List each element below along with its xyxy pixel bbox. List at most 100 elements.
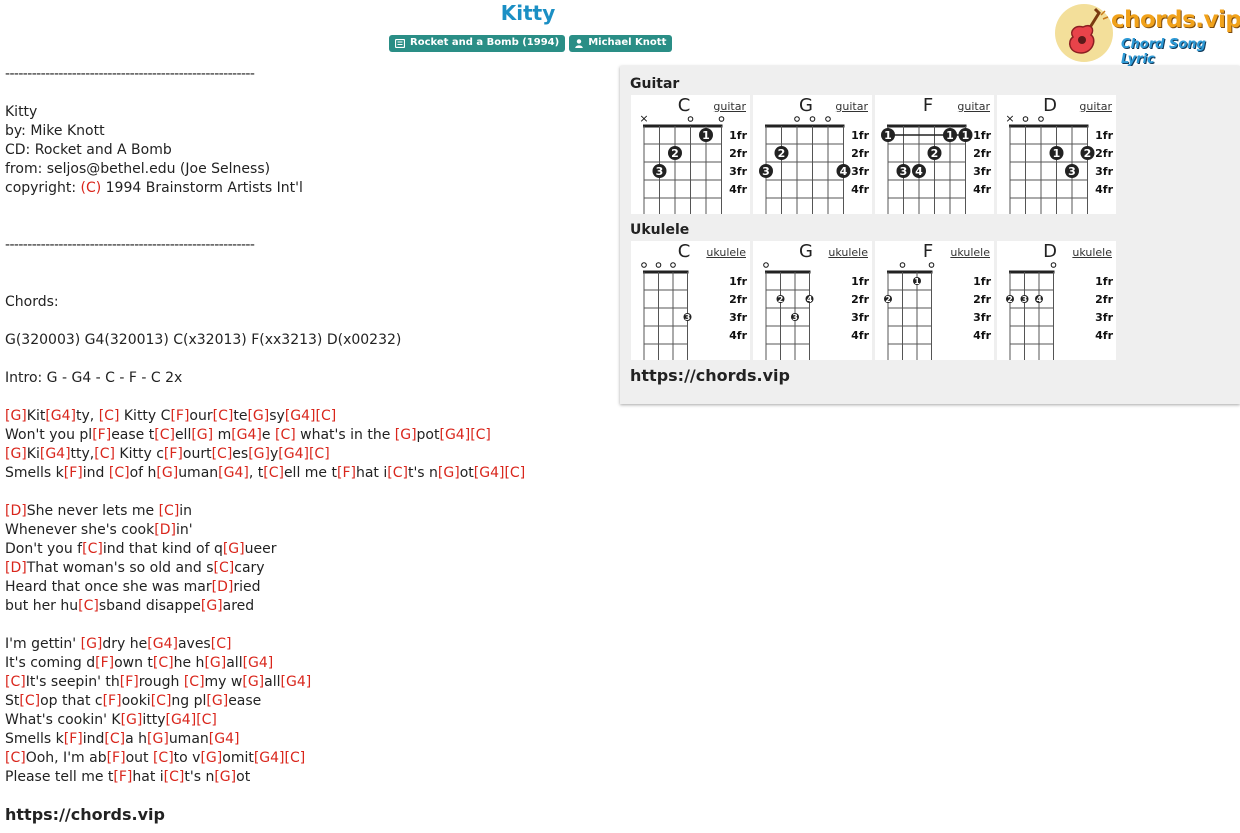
chord-link[interactable]: [G4] — [280, 674, 312, 690]
instrument-link[interactable]: ukulele — [706, 246, 746, 259]
instrument-link[interactable]: ukulele — [950, 246, 990, 259]
chord-link[interactable]: [G] — [206, 693, 229, 709]
chord-link[interactable]: [G] — [394, 427, 417, 443]
instrument-link[interactable]: ukulele — [1072, 246, 1112, 259]
panel-url[interactable]: https://chords.vip — [630, 366, 790, 385]
site-logo[interactable]: chords.vip Chord Song Lyric — [1053, 3, 1240, 67]
chord-link[interactable]: [C] — [78, 598, 99, 614]
chord-link[interactable]: [G4] — [231, 427, 262, 443]
chord-link[interactable]: [G] — [242, 674, 265, 690]
chord-link[interactable]: [C] — [213, 560, 235, 576]
chord-link[interactable]: [G] — [437, 465, 460, 481]
chord-link[interactable]: [C] — [104, 731, 126, 747]
chord-link[interactable]: [G4] — [439, 427, 471, 443]
chord-link[interactable]: [G] — [200, 750, 223, 766]
chord-link[interactable]: [F] — [113, 769, 133, 785]
chord-link[interactable]: [F] — [92, 427, 112, 443]
chord-link[interactable]: [G4] — [473, 465, 505, 481]
chord-link[interactable]: [D] — [5, 503, 27, 519]
chord-link[interactable]: [C] — [315, 408, 337, 424]
instrument-link[interactable]: guitar — [1079, 100, 1112, 113]
chord-link[interactable]: [F] — [119, 674, 139, 690]
chord-link[interactable]: [G4] — [218, 465, 249, 481]
chord-link[interactable]: [C] — [154, 427, 175, 443]
chord-link[interactable]: [C] — [183, 674, 205, 690]
chord-link[interactable]: [F] — [106, 750, 126, 766]
finger-number: 1 — [702, 129, 710, 142]
chord-link[interactable]: [F] — [336, 465, 356, 481]
chord-link[interactable]: (C) — [80, 180, 102, 196]
chord-link[interactable]: [C] — [387, 465, 408, 481]
chord-link[interactable]: [C] — [211, 446, 233, 462]
chord-link[interactable]: [C] — [196, 712, 217, 728]
instrument-link[interactable]: guitar — [713, 100, 746, 113]
chord-link[interactable]: [G4] — [45, 408, 77, 424]
instrument-link[interactable]: guitar — [835, 100, 868, 113]
chord-link[interactable]: [G] — [222, 541, 245, 557]
chord-link[interactable]: [C] — [274, 427, 296, 443]
chord-link[interactable]: [G4] — [165, 712, 197, 728]
chord-link[interactable]: [F] — [102, 693, 122, 709]
chord-link[interactable]: [C] — [152, 655, 174, 671]
chord-link[interactable]: [C] — [82, 541, 103, 557]
instrument-link[interactable]: ukulele — [828, 246, 868, 259]
chord-link[interactable]: [F] — [63, 465, 83, 481]
album-badge[interactable]: Rocket and a Bomb (1994) — [389, 35, 566, 52]
chord-link[interactable]: [C] — [284, 750, 306, 766]
chord-link[interactable]: [G] — [200, 598, 223, 614]
chord-link[interactable]: [G] — [248, 446, 270, 462]
chord-link[interactable]: [C] — [5, 750, 26, 766]
chord-link[interactable]: [G4] — [253, 750, 285, 766]
artist-badge[interactable]: Michael Knott — [569, 35, 673, 52]
chord-link[interactable]: [G4] — [208, 731, 240, 747]
chord-link[interactable]: [D] — [154, 522, 176, 538]
instrument-link[interactable]: guitar — [957, 100, 990, 113]
chord-link[interactable]: [C] — [5, 674, 26, 690]
chord-link[interactable]: [C] — [94, 446, 115, 462]
chord-link[interactable]: [C] — [470, 427, 491, 443]
chord-link[interactable]: [G4] — [278, 446, 309, 462]
chord-link[interactable]: [G] — [5, 446, 27, 462]
chord-link[interactable]: [C] — [308, 446, 330, 462]
chord-link[interactable]: [C] — [158, 503, 180, 519]
chord-link[interactable]: [G] — [80, 636, 103, 652]
chord-link[interactable]: [C] — [263, 465, 284, 481]
chord-link[interactable]: [G4] — [284, 408, 316, 424]
chord-link[interactable]: [F] — [95, 655, 115, 671]
chord-link[interactable]: [G4] — [39, 446, 71, 462]
chord-link[interactable]: [D] — [5, 560, 27, 576]
chord-link[interactable]: [G] — [214, 769, 237, 785]
chord-link[interactable]: [C] — [150, 693, 172, 709]
chord-link[interactable]: [G] — [247, 408, 270, 424]
chord-link[interactable]: [C] — [98, 408, 120, 424]
chord-link[interactable]: [F] — [63, 731, 83, 747]
chord-link[interactable]: [G4] — [147, 636, 178, 652]
chord-link[interactable]: [C] — [210, 636, 232, 652]
chord-link[interactable]: [C] — [152, 750, 174, 766]
chord-link[interactable]: [C] — [212, 408, 234, 424]
finger-number: 3 — [762, 165, 770, 178]
chord-link[interactable]: [G] — [156, 465, 179, 481]
chord-link[interactable]: [G] — [191, 427, 214, 443]
footer-url[interactable]: https://chords.vip — [5, 805, 165, 824]
chord-link[interactable]: [C] — [19, 693, 41, 709]
chord-link[interactable]: [G] — [147, 731, 169, 747]
chord-link[interactable]: [G] — [204, 655, 227, 671]
chord-link[interactable]: [C] — [504, 465, 526, 481]
chord-link[interactable]: [F] — [163, 446, 183, 462]
chord-link[interactable]: [G4] — [242, 655, 274, 671]
chord-link[interactable]: [D] — [211, 579, 234, 595]
chord-link[interactable]: [C] — [163, 769, 185, 785]
chord-link[interactable]: [C] — [108, 465, 130, 481]
chord-link[interactable]: [F] — [170, 408, 190, 424]
chord-link[interactable]: [G] — [120, 712, 143, 728]
chord-link[interactable]: [G] — [5, 408, 27, 424]
